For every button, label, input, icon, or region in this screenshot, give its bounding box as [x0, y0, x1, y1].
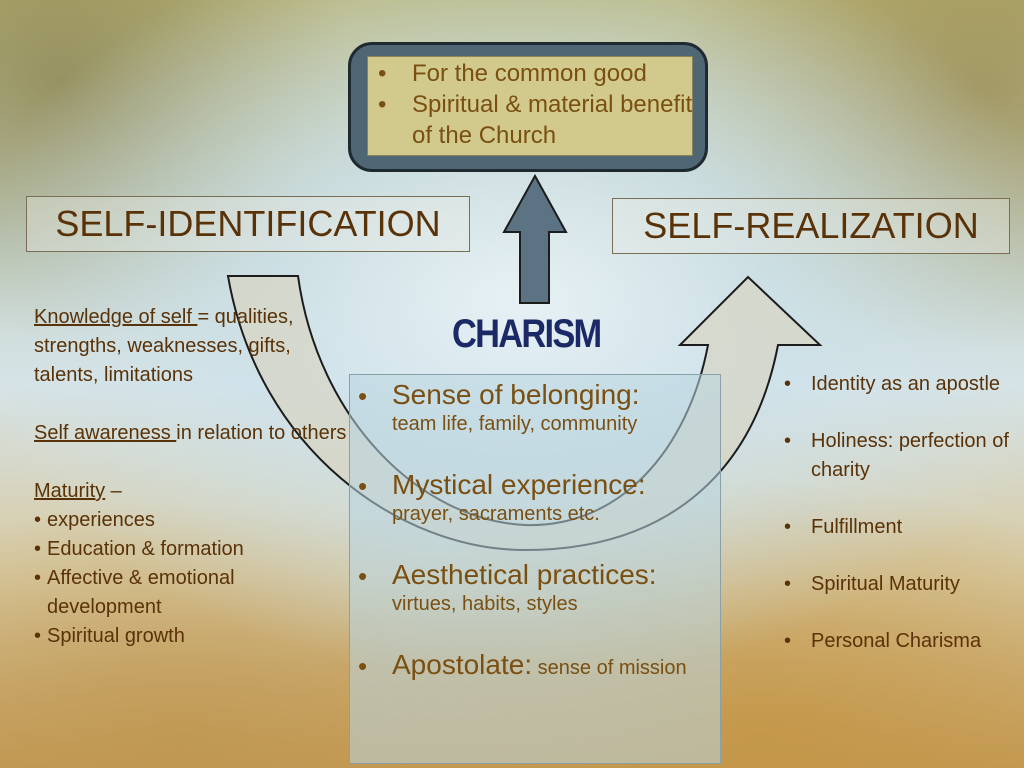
knowledge-text: = qualities, strengths, weaknesses, gift…	[34, 306, 294, 386]
charism-item-detail: sense of mission	[532, 657, 687, 679]
charism-item-head: Sense of belonging:	[392, 379, 640, 410]
charism-heading: CHARISM	[452, 312, 602, 356]
charism-item-head: Mystical experience:	[392, 469, 646, 500]
maturity-paragraph: Maturity –	[34, 477, 354, 506]
maturity-list: experiences Education & formation Affect…	[34, 506, 354, 651]
awareness-paragraph: Self awareness in relation to others	[34, 419, 354, 448]
top-box-list: For the common good Spiritual & material…	[372, 58, 702, 151]
charism-item-head: Aesthetical practices:	[392, 559, 657, 590]
realization-item: Spiritual Maturity	[782, 570, 1012, 599]
self-realization-title: SELF-REALIZATION	[612, 198, 1010, 254]
realization-item: Fulfillment	[782, 513, 1012, 542]
charism-item-detail: virtues, habits, styles	[392, 593, 578, 615]
self-identification-title: SELF-IDENTIFICATION	[26, 196, 470, 252]
charism-item-head: Apostolate:	[392, 649, 533, 680]
maturity-item: Spiritual growth	[34, 622, 354, 651]
maturity-item: Affective & emotional development	[34, 564, 354, 622]
charism-list: Sense of belonging: team life, family, co…	[352, 379, 720, 715]
realization-item: Identity as an apostle	[782, 370, 1012, 399]
self-realization-list: Identity as an apostle Holiness: perfect…	[782, 370, 1012, 684]
realization-item: Personal Charisma	[782, 627, 1012, 656]
charism-item: Mystical experience: prayer, sacraments e…	[352, 469, 720, 527]
knowledge-label: Knowledge of self	[34, 306, 198, 328]
charism-item: Sense of belonging: team life, family, co…	[352, 379, 720, 437]
knowledge-paragraph: Knowledge of self = qualities, strengths…	[34, 303, 354, 390]
awareness-label: Self awareness	[34, 422, 177, 444]
realization-item: Holiness: perfection of charity	[782, 427, 1012, 485]
maturity-label: Maturity	[34, 480, 106, 502]
charism-item-detail: team life, family, community	[392, 413, 638, 435]
up-arrow	[502, 173, 568, 304]
maturity-item: experiences	[34, 506, 354, 535]
charism-item: Aesthetical practices: virtues, habits, s…	[352, 559, 720, 617]
maturity-dash: –	[105, 480, 122, 502]
top-item: Spiritual & material benefit of the Chur…	[372, 89, 702, 151]
charism-item-detail: prayer, sacraments etc.	[392, 503, 600, 525]
top-item: For the common good	[372, 58, 702, 89]
awareness-text: in relation to others	[176, 422, 347, 444]
charism-item: Apostolate: sense of mission	[352, 649, 720, 683]
self-identification-details: Knowledge of self = qualities, strengths…	[34, 303, 354, 651]
maturity-item: Education & formation	[34, 535, 354, 564]
